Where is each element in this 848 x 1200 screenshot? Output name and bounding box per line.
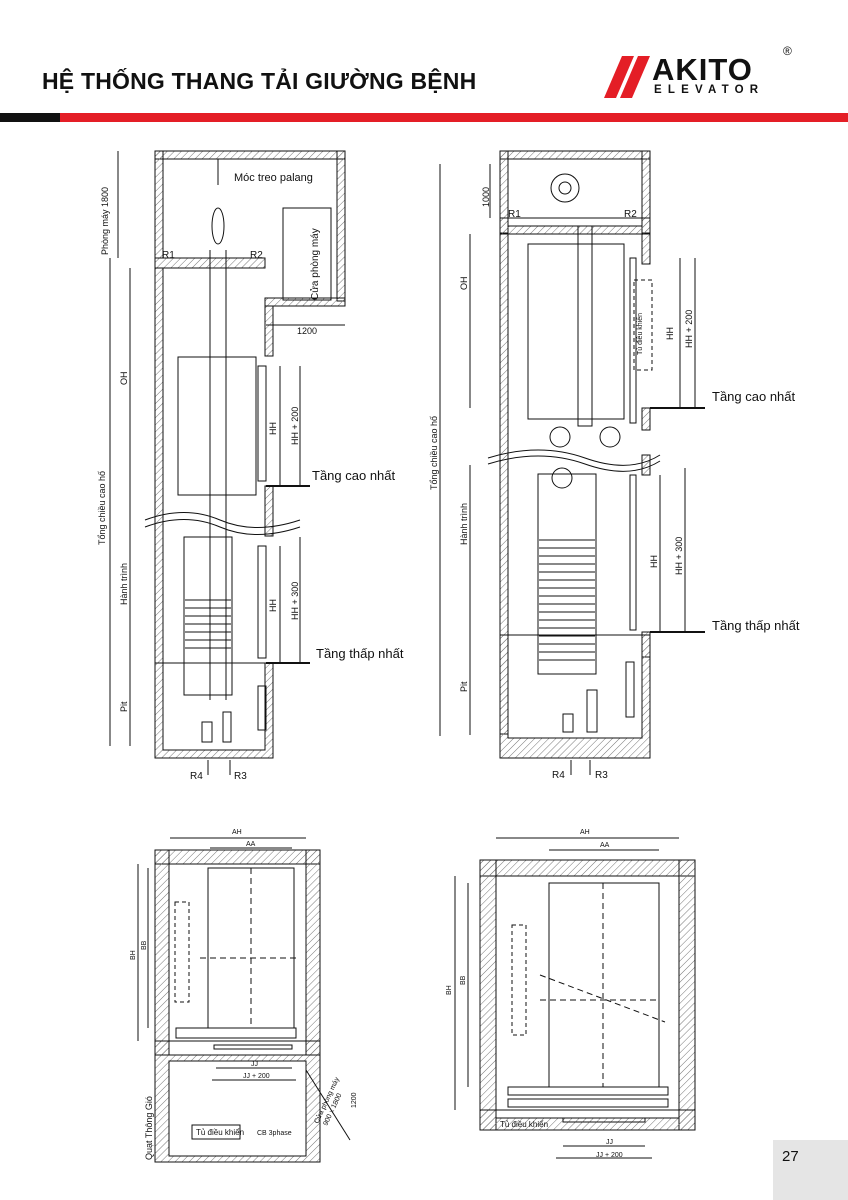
label-fan: Quạt Thông Gió <box>144 1096 154 1160</box>
pit-ladder <box>257 685 267 731</box>
label-hh300-left: HH + 300 <box>290 582 300 620</box>
label-ah-left: AH <box>232 829 242 836</box>
logo-subtitle: ELEVATOR <box>654 84 765 96</box>
machine-room-wall-left <box>154 150 164 259</box>
label-r3-left: R3 <box>234 771 247 782</box>
pit-inner <box>162 662 266 751</box>
page-number: 27 <box>782 1148 799 1165</box>
label-controller-left: Tủ điều khiển <box>196 1128 244 1137</box>
page-title: HỆ THỐNG THANG TẢI GIƯỜNG BỆNH <box>42 68 477 94</box>
plan-left-counterweight <box>174 901 190 1003</box>
machine-room-wall-right <box>336 150 346 302</box>
label-total-height-left: Tổng chiều cao hố <box>97 471 107 545</box>
header-rule-black <box>0 113 60 122</box>
label-oh-left: OH <box>119 372 129 386</box>
label-machine-height: 1000 <box>481 187 491 207</box>
plan-right-car <box>548 882 660 1088</box>
machine-room-roof <box>154 150 346 160</box>
label-jj-left: JJ <box>251 1061 258 1068</box>
label-1200: 1200 <box>351 1092 358 1108</box>
label-machine-room-door: Cửa phòng máy <box>309 228 321 300</box>
machine-room-door <box>282 207 332 301</box>
plan-right <box>454 837 696 1159</box>
label-pit-right: Pit <box>459 681 469 692</box>
label-hh200-right: HH + 200 <box>684 310 694 348</box>
car-lower-right <box>537 473 597 675</box>
label-jj-right: JJ <box>606 1139 613 1146</box>
traction-machine <box>550 173 580 203</box>
label-top-floor-right: Tầng cao nhất <box>712 389 796 404</box>
plan-left-controller <box>191 1124 241 1140</box>
label-aa-right: AA <box>600 842 610 849</box>
logo-bar-right <box>620 56 650 98</box>
hoist-block <box>211 207 225 245</box>
pit-ladder-right <box>625 661 635 718</box>
label-total-height-right: Tổng chiều cao hố <box>429 416 439 490</box>
logo-bar-left <box>604 56 634 98</box>
page-number-tab <box>773 1140 848 1200</box>
label-r2-left: R2 <box>250 250 263 261</box>
elevation-right <box>439 150 705 775</box>
hoistway-wall-left <box>154 267 164 664</box>
label-ah-right: AH <box>580 829 590 836</box>
plan-left <box>137 837 351 1163</box>
label-r2-right: R2 <box>624 209 637 220</box>
label-travel-right: Hành trình <box>459 503 469 545</box>
label-hh-right-2: HH <box>649 555 659 568</box>
hoistway-wall-right-upper <box>264 305 274 357</box>
label-bb-right: BB <box>460 975 467 985</box>
label-jj200-right: JJ + 200 <box>596 1152 623 1159</box>
label-r1-left: R1 <box>162 250 175 261</box>
break-line <box>144 512 301 528</box>
label-aa-left: AA <box>246 841 256 848</box>
label-hh-left-2: HH <box>268 599 278 612</box>
registered-mark: ® <box>783 44 792 58</box>
machine-room-floor-right <box>264 297 346 307</box>
label-bh-right: BH <box>446 985 453 995</box>
hoistway-wall-right-mid <box>264 485 274 537</box>
label-travel-left: Hành trình <box>119 563 129 605</box>
car-upper-right <box>527 243 625 420</box>
elevation-left-labels: Móc treo palang Phòng máy 1800 Cửa phòng… <box>97 172 404 782</box>
header-rule-red <box>60 113 848 122</box>
label-hook: Móc treo palang <box>234 172 313 184</box>
landing-door-bottom <box>257 545 267 659</box>
label-controller-plan-right: Tủ điều khiển <box>500 1120 548 1129</box>
landing-door-bottom-right <box>629 474 637 631</box>
label-hh300-right: HH + 300 <box>674 537 684 575</box>
label-oh-right: OH <box>459 277 469 291</box>
label-bottom-floor-left: Tầng thấp nhất <box>316 646 404 661</box>
label-controller-right: Tủ điều khiển <box>635 313 644 355</box>
label-r1-right: R1 <box>508 209 521 220</box>
label-r4-left: R4 <box>190 771 203 782</box>
label-r3-right: R3 <box>595 770 608 781</box>
akito-logo-mark <box>604 56 650 98</box>
plan-right-counterweight <box>511 924 527 1036</box>
label-bh-left: BH <box>130 950 137 960</box>
car-lower <box>183 536 233 696</box>
label-cb: CB 3phase <box>257 1130 292 1137</box>
plan-right-labels: AH AA BH BB JJ JJ + 200 Tủ điều khiển <box>446 829 623 1159</box>
label-door-width: 1200 <box>297 326 317 336</box>
label-machine-room-height: Phòng máy 1800 <box>100 187 110 255</box>
label-hh-right: HH <box>665 327 675 340</box>
landing-door-top-right <box>629 257 637 424</box>
label-hh-left: HH <box>268 422 278 435</box>
label-hh200-left: HH + 200 <box>290 407 300 445</box>
label-bb-left: BB <box>141 940 148 950</box>
label-pit-left: Pit <box>119 701 129 712</box>
label-bottom-floor-right: Tầng thấp nhất <box>712 618 800 633</box>
controller-box <box>633 279 653 371</box>
logo-wordmark: AKITO <box>652 52 753 87</box>
car-upper <box>177 356 257 496</box>
landing-door-top <box>257 365 267 482</box>
elevation-left <box>109 150 346 775</box>
label-jj200-left: JJ + 200 <box>243 1073 270 1080</box>
elevation-right-labels: 1000 R1 R2 OH Tủ điều khiển HH HH + 200 … <box>429 187 800 781</box>
plan-left-door-swing <box>305 1069 351 1141</box>
machine-room-roof-right <box>499 150 651 160</box>
label-r4-right: R4 <box>552 770 565 781</box>
label-top-floor-left: Tầng cao nhất <box>312 468 396 483</box>
